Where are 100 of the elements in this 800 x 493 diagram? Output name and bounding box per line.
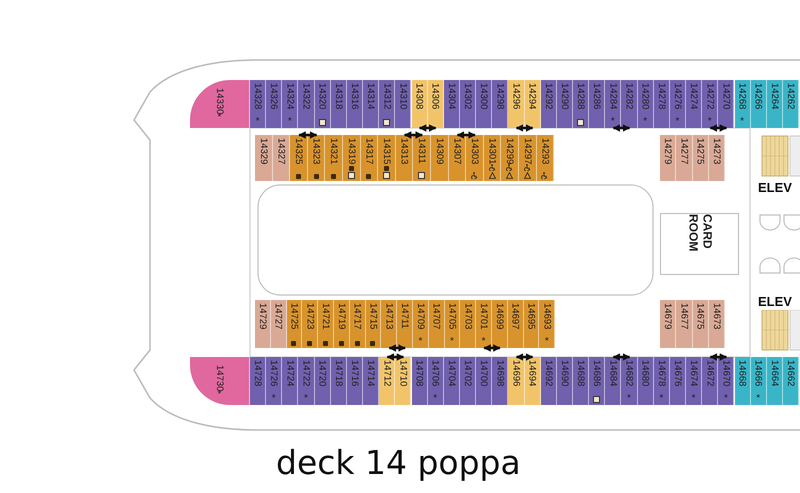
connecting-door-arrow [483, 344, 501, 352]
cabin [718, 357, 734, 405]
cabin-number: 14727 [272, 303, 284, 330]
cabin [782, 80, 800, 128]
cabin-mark: * [724, 395, 728, 403]
connecting-door-arrow [710, 124, 728, 132]
cabin-mark: * [659, 395, 664, 403]
cabin-mark: * [482, 338, 486, 346]
cabin-mark: * [627, 395, 631, 403]
cabin-number: 14696 [510, 360, 522, 386]
cabin-number: 14301 [486, 138, 498, 164]
cabin-number: 14711 [399, 303, 410, 329]
cabin [460, 357, 476, 405]
cabin-number: 14304 [446, 83, 457, 110]
cabin-number: 14726 [268, 360, 280, 386]
cabin-number: 14325 [292, 138, 304, 164]
cabin-number: 14710 [397, 360, 408, 386]
cabin-number: 14266 [752, 83, 764, 110]
cabin-mark: * [708, 118, 712, 126]
cabin [476, 80, 492, 128]
cabin [444, 300, 460, 348]
cabin [302, 300, 318, 348]
cabin-number: 14319 [346, 138, 357, 164]
cabin [428, 80, 444, 128]
cabin-number: 14724 [284, 360, 296, 386]
cabin [540, 80, 557, 128]
cabin [638, 80, 654, 128]
cabin-number: 14699 [494, 303, 505, 330]
cabin-mark: * [418, 338, 422, 346]
cabin-number: 14716 [348, 360, 360, 386]
cabin [654, 357, 670, 405]
cabin-number: 14712 [381, 360, 392, 386]
cabin [508, 357, 525, 405]
cabin [330, 80, 347, 128]
cabin [346, 357, 364, 405]
cabin [395, 80, 412, 128]
cabin-number: 14324 [284, 83, 296, 110]
cabin-mark: * [610, 118, 615, 126]
cabin [378, 135, 396, 181]
cabin [381, 300, 398, 348]
cabin-number: 14701 [478, 303, 490, 330]
cabin-number: 14274 [688, 83, 700, 110]
cabin [501, 135, 519, 181]
cabin [686, 357, 702, 405]
cabin-mark: * [692, 395, 696, 403]
cabin-number: 14670 [720, 360, 732, 386]
connecting-door-arrow [418, 124, 436, 132]
cabin-number: 14708 [414, 360, 425, 386]
cabin-number: 14262 [785, 83, 796, 110]
cabin [460, 80, 476, 128]
cabin-number: 14278 [656, 83, 667, 110]
cabin [660, 135, 676, 181]
cabin-number: 14662 [785, 360, 796, 386]
cabin [670, 357, 686, 405]
cabin-number: 14704 [446, 360, 457, 386]
cabin [444, 357, 460, 405]
cabin-number: 14715 [367, 303, 378, 330]
cabin-number: 14698 [494, 360, 506, 386]
cabin [428, 300, 445, 348]
cabin [750, 357, 767, 405]
cabin-number: 14272 [704, 83, 716, 110]
cabin-number: 14684 [607, 360, 618, 386]
cabin [395, 357, 412, 405]
cabin [524, 300, 540, 348]
cabin [782, 357, 800, 405]
cabin-number: 14300 [478, 83, 490, 110]
cabin-number: 14709 [414, 303, 426, 330]
connecting-door-arrow [298, 131, 318, 139]
cabin-number: 14293 [539, 138, 550, 164]
cabin-mark: * [433, 395, 438, 403]
cabin-number: 14719 [336, 303, 347, 330]
cabin [734, 357, 751, 405]
cabin-number: 14292 [542, 83, 554, 110]
cabin [621, 357, 638, 405]
cabin [508, 300, 524, 348]
cabin [266, 80, 282, 128]
cabin [654, 80, 670, 128]
cabin-number: 14298 [494, 83, 506, 110]
cabin [250, 80, 266, 128]
cabin [676, 135, 692, 181]
cabin-number: 14674 [688, 360, 700, 386]
cabin-mark: * [256, 118, 260, 126]
cabin-number: 14284 [607, 83, 618, 110]
cabin-number: 14682 [624, 360, 634, 386]
cabin [314, 80, 331, 128]
cabin [366, 300, 382, 348]
cabin-mark: * [544, 338, 549, 346]
cabin [379, 357, 396, 405]
cabin [573, 357, 590, 405]
cabin-number: 14730 [214, 365, 225, 392]
cabin-number: 14668 [736, 360, 748, 386]
cabin [272, 135, 290, 181]
cabin-number: 14722 [300, 360, 312, 386]
cabin-number: 14312 [381, 83, 392, 110]
area-label: ELEV [758, 294, 792, 308]
cabin [431, 135, 449, 181]
connecting-door-arrow [516, 124, 534, 132]
cabin-number: 14306 [430, 83, 441, 110]
cabin-number: 14721 [320, 303, 332, 330]
cabin [343, 135, 361, 181]
